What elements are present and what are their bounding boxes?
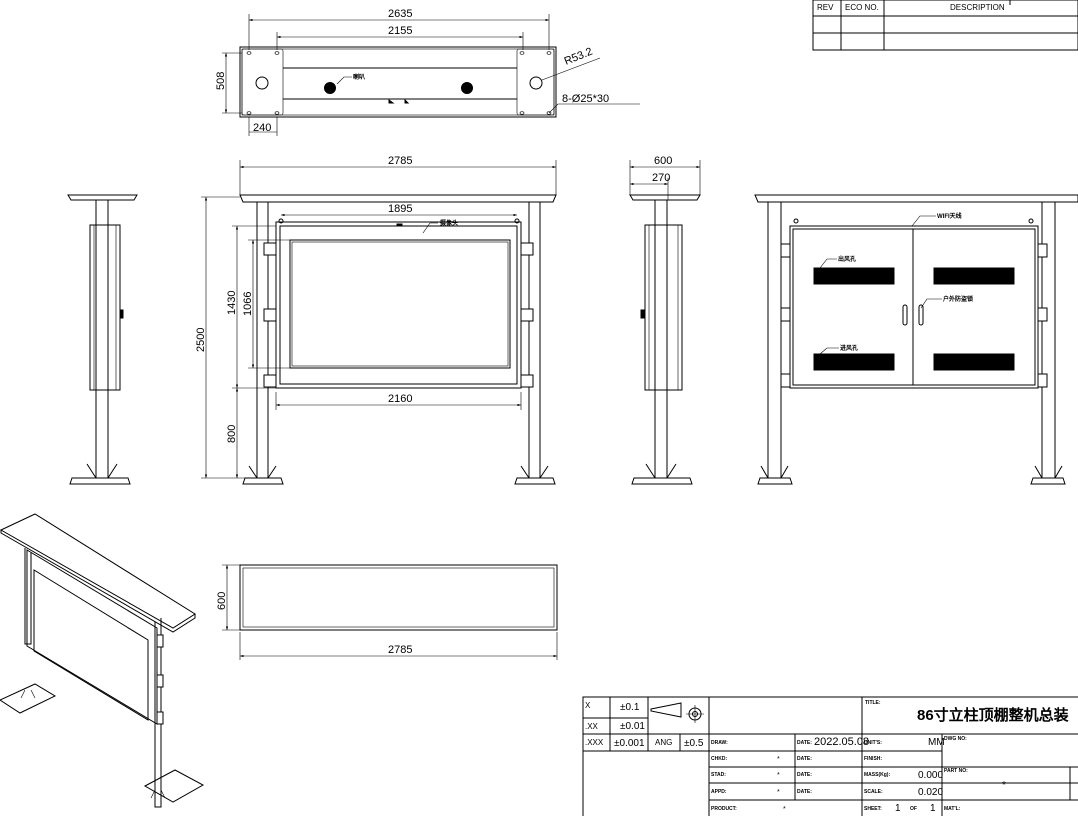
dim-800: 800 bbox=[226, 425, 238, 443]
dim-2785-plan: 2785 bbox=[388, 644, 412, 656]
appd-star: * bbox=[777, 789, 780, 796]
tol-xx-label: .XX bbox=[585, 722, 599, 731]
speaker bbox=[461, 82, 473, 94]
revision-table: REV ECO NO. DESCRIPTION bbox=[812, 0, 1078, 51]
plan-view: 600 2785 bbox=[216, 564, 558, 660]
draw-label: DRAW: bbox=[711, 740, 728, 746]
title-label: TITLE: bbox=[865, 700, 881, 706]
dim-1430: 1430 bbox=[226, 291, 238, 315]
outlet-label: 出风孔 bbox=[838, 255, 856, 263]
scale-value: 0.020 bbox=[918, 787, 943, 798]
dim-2785: 2785 bbox=[388, 155, 412, 167]
of-label: OF bbox=[910, 806, 917, 812]
pole-hole bbox=[255, 76, 269, 90]
date-label-4: DATE: bbox=[797, 789, 812, 795]
dwg-label: DWG NO: bbox=[944, 736, 967, 742]
date-label-3: DATE: bbox=[797, 772, 812, 778]
description-header: DESCRIPTION bbox=[950, 3, 1005, 12]
tol-xxx-value: ±0.001 bbox=[614, 738, 645, 749]
dim-600-plan: 600 bbox=[216, 592, 228, 610]
speaker-label: 喇叭 bbox=[353, 73, 365, 81]
mass-value: 0.000 bbox=[918, 770, 943, 781]
dim-1066: 1066 bbox=[242, 292, 254, 316]
lock-handle bbox=[902, 304, 908, 326]
projection-symbol bbox=[650, 702, 682, 718]
tol-xx-value: ±0.01 bbox=[620, 721, 645, 732]
dim-1895: 1895 bbox=[388, 203, 412, 215]
dim-270: 270 bbox=[652, 172, 670, 184]
sheet-label: SHEET: bbox=[864, 806, 882, 812]
product-label: PRODUCT: bbox=[711, 806, 737, 812]
right-side-view: 600 270 bbox=[629, 155, 701, 485]
part-no-value: * bbox=[1002, 780, 1006, 791]
lock-handle bbox=[918, 304, 924, 326]
vents bbox=[813, 267, 1015, 371]
stad-star: * bbox=[777, 772, 780, 779]
wifi-label: WIFI天线 bbox=[937, 212, 962, 220]
dim-2155: 2155 bbox=[388, 25, 412, 37]
date-label-2: DATE: bbox=[797, 756, 812, 762]
radius-label: R53.2 bbox=[563, 46, 595, 68]
dim-240: 240 bbox=[253, 122, 271, 134]
top-view: 2635 2155 508 240 喇叭 R53.2 8-Ø25*30 bbox=[215, 8, 640, 136]
date-value: 2022.05.08 bbox=[814, 736, 869, 748]
ang-value: ±0.5 bbox=[684, 738, 704, 749]
finish-label: FINISH: bbox=[864, 756, 882, 762]
product-value: * bbox=[783, 806, 786, 813]
stad-label: STAD: bbox=[711, 772, 726, 778]
isometric-view bbox=[0, 513, 205, 808]
tol-x-label: X bbox=[585, 701, 591, 710]
lock-label: 户外防盗锁 bbox=[943, 295, 973, 303]
scale-label: SCALE: bbox=[864, 789, 883, 795]
front-view: 2785 1895 摄像头 2160 2500 1430 1066 800 bbox=[195, 155, 557, 485]
pole-hole bbox=[529, 76, 543, 90]
inlet-label: 进风孔 bbox=[840, 344, 858, 352]
speaker bbox=[324, 82, 336, 94]
chkd-star: * bbox=[777, 756, 780, 763]
dim-508: 508 bbox=[215, 72, 227, 90]
chkd-label: CHKD: bbox=[711, 756, 727, 762]
camera-label: 摄像头 bbox=[440, 219, 458, 227]
left-side-view bbox=[67, 194, 138, 485]
rev-header: REV bbox=[817, 3, 834, 12]
dim-600-side: 600 bbox=[654, 155, 672, 167]
date-label: DATE: bbox=[797, 740, 812, 746]
drawing-title: 86寸立柱顶棚整机总装 bbox=[917, 706, 1070, 724]
back-view: WIFI天线 出风孔 进风孔 户外防盗锁 bbox=[754, 194, 1078, 485]
units-value: MM bbox=[928, 737, 945, 748]
dim-2500: 2500 bbox=[195, 328, 207, 352]
tol-x-value: ±0.1 bbox=[620, 702, 640, 713]
appd-label: APPD: bbox=[711, 789, 727, 795]
ang-label: ANG bbox=[655, 738, 672, 747]
holes-note: 8-Ø25*30 bbox=[562, 93, 609, 105]
of-value: 1 bbox=[930, 803, 936, 814]
mass-label: MASS(Kg): bbox=[864, 772, 890, 778]
title-block: X ±0.1 .XX ±0.01 .XXX ±0.001 ANG ±0.5 TI… bbox=[582, 696, 1078, 816]
dim-2635: 2635 bbox=[388, 8, 412, 20]
bolt-holes bbox=[246, 51, 552, 115]
mount-plate-left bbox=[241, 48, 284, 116]
part-label: PART NO: bbox=[944, 768, 968, 774]
tol-xxx-label: .XXX bbox=[585, 738, 604, 747]
units-label: UNIT'S: bbox=[864, 740, 882, 746]
eco-header: ECO NO. bbox=[845, 3, 879, 12]
screen bbox=[289, 239, 511, 369]
matl-label: MAT'L: bbox=[944, 806, 961, 812]
mount-plate-right bbox=[516, 48, 555, 116]
sheet-value: 1 bbox=[895, 803, 901, 814]
dim-2160: 2160 bbox=[388, 393, 412, 405]
